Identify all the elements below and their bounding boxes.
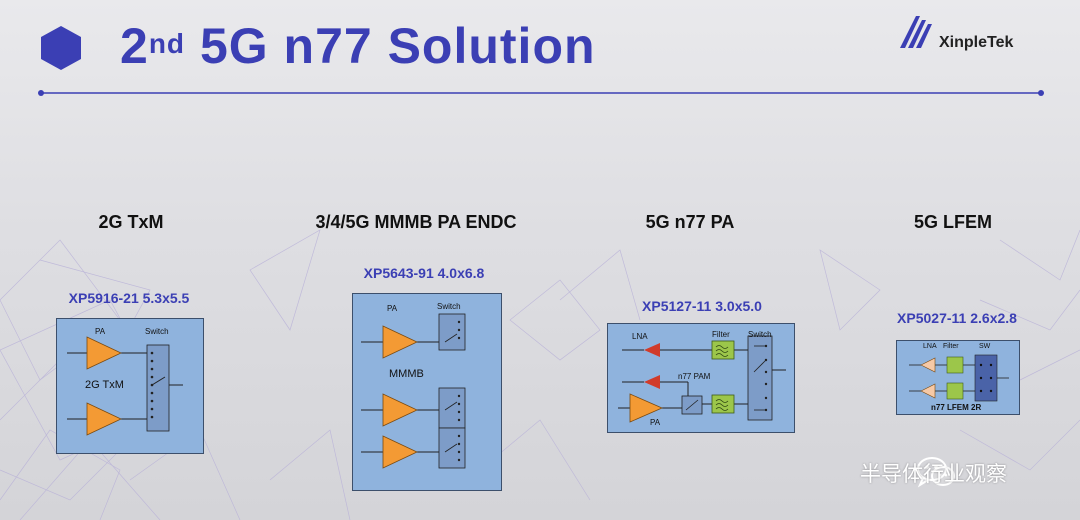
- pa-label: PA: [95, 327, 106, 336]
- center-label: n77 LFEM 2R: [931, 403, 982, 412]
- switch-label: Switch: [748, 330, 772, 339]
- lna-label: LNA: [632, 332, 648, 341]
- block-diagram-mmmb: PA Switch MMMB: [352, 293, 502, 491]
- 2g-txm-schematic: [67, 336, 183, 436]
- block-diagram-n77-pa: LNA Filter Switch n77 PAM PA: [607, 323, 795, 433]
- part-number-xp5027: XP5027-11 2.6x2.8: [897, 310, 1017, 326]
- part-number-xp5127: XP5127-11 3.0x5.0: [642, 298, 762, 314]
- block-diagram-2g-txm: PA Switch 2G TxM: [56, 318, 204, 454]
- center-label: n77 PAM: [678, 372, 711, 381]
- page-title: 2nd 5G n77 Solution: [120, 18, 596, 74]
- center-label: 2G TxM: [85, 379, 124, 391]
- switch-label: SW: [979, 343, 991, 350]
- filter-label: Filter: [943, 343, 959, 350]
- category-lfem: 5G LFEM: [913, 212, 993, 232]
- xinpletek-logo: [900, 16, 932, 48]
- category-mmmb-pa: 3/4/5G MMMB PA ENDC: [315, 212, 517, 232]
- mmmb-schematic: [361, 313, 466, 469]
- lna-label: LNA: [923, 343, 937, 350]
- center-label: MMMB: [389, 368, 424, 380]
- pa-label: PA: [650, 418, 661, 427]
- filter-label: Filter: [712, 330, 730, 339]
- title-divider: [38, 90, 1044, 96]
- category-n77-pa: 5G n77 PA: [645, 212, 735, 232]
- n77-pa-schematic: [618, 335, 786, 423]
- category-2g-txm: 2G TxM: [98, 212, 164, 232]
- logo-text: XinpleTek: [939, 34, 1014, 51]
- part-number-xp5643: XP5643-91 4.0x6.8: [363, 265, 485, 281]
- switch-label: Switch: [145, 327, 169, 336]
- wechat-icon: [917, 457, 955, 488]
- switch-label: Switch: [437, 302, 461, 311]
- pa-label: PA: [387, 304, 398, 313]
- watermark-text: 半导体行业观察: [860, 462, 1007, 486]
- block-diagram-lfem: LNA Filter SW n77 LFEM 2R: [896, 340, 1020, 415]
- hexagon-icon: [41, 26, 81, 70]
- part-number-xp5916: XP5916-21 5.3x5.5: [68, 290, 190, 306]
- lfem-schematic: [909, 354, 1009, 402]
